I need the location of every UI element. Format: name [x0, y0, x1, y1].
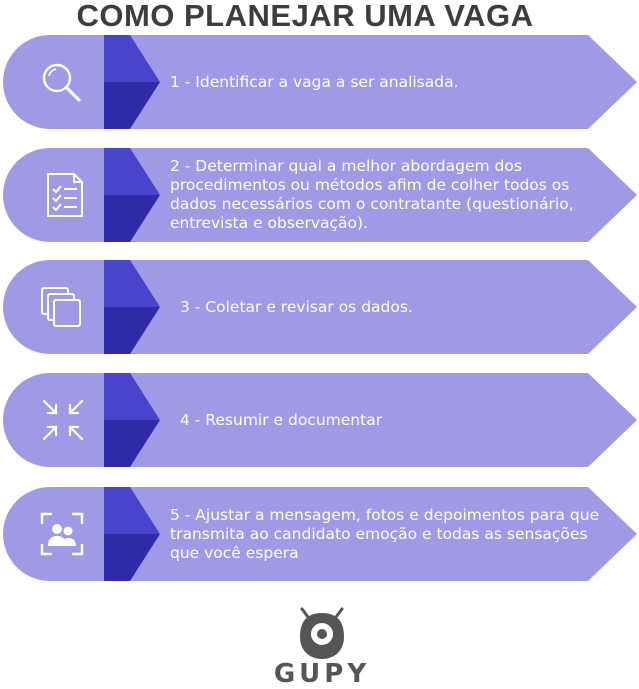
compress-arrows-icon — [42, 399, 84, 441]
magnifier-icon — [42, 63, 81, 102]
checklist-icon — [47, 173, 83, 217]
step-1-text: 1 - Identificar a vaga a ser analisada. — [170, 72, 459, 91]
step-band-5 — [3, 487, 637, 581]
step-band-3 — [3, 260, 637, 354]
page-title: COMO PLANEJAR UMA VAGA — [76, 0, 534, 33]
step-2-text: 2 - Determinar qual a melhor abordagem d… — [170, 157, 574, 232]
stacked-pages-icon — [41, 287, 81, 327]
logo-text: GUPY — [273, 659, 371, 689]
gupy-logo: GUPY — [272, 605, 372, 689]
step-5-text: 5 - Ajustar a mensagem, fotos e depoimen… — [170, 505, 600, 562]
steps-list: 1 - Identificar a vaga a ser analisada. … — [0, 33, 639, 593]
step-band-2 — [3, 148, 637, 242]
step-band-1 — [3, 35, 637, 129]
step-4-text: 4 - Resumir e documentar — [180, 410, 383, 429]
step-3-text: 3 - Coletar e revisar os dados. — [180, 297, 413, 316]
robot-mascot-icon — [300, 607, 344, 659]
step-bands — [3, 35, 637, 581]
user-scan-icon — [40, 512, 84, 556]
step-band-4 — [3, 373, 637, 467]
